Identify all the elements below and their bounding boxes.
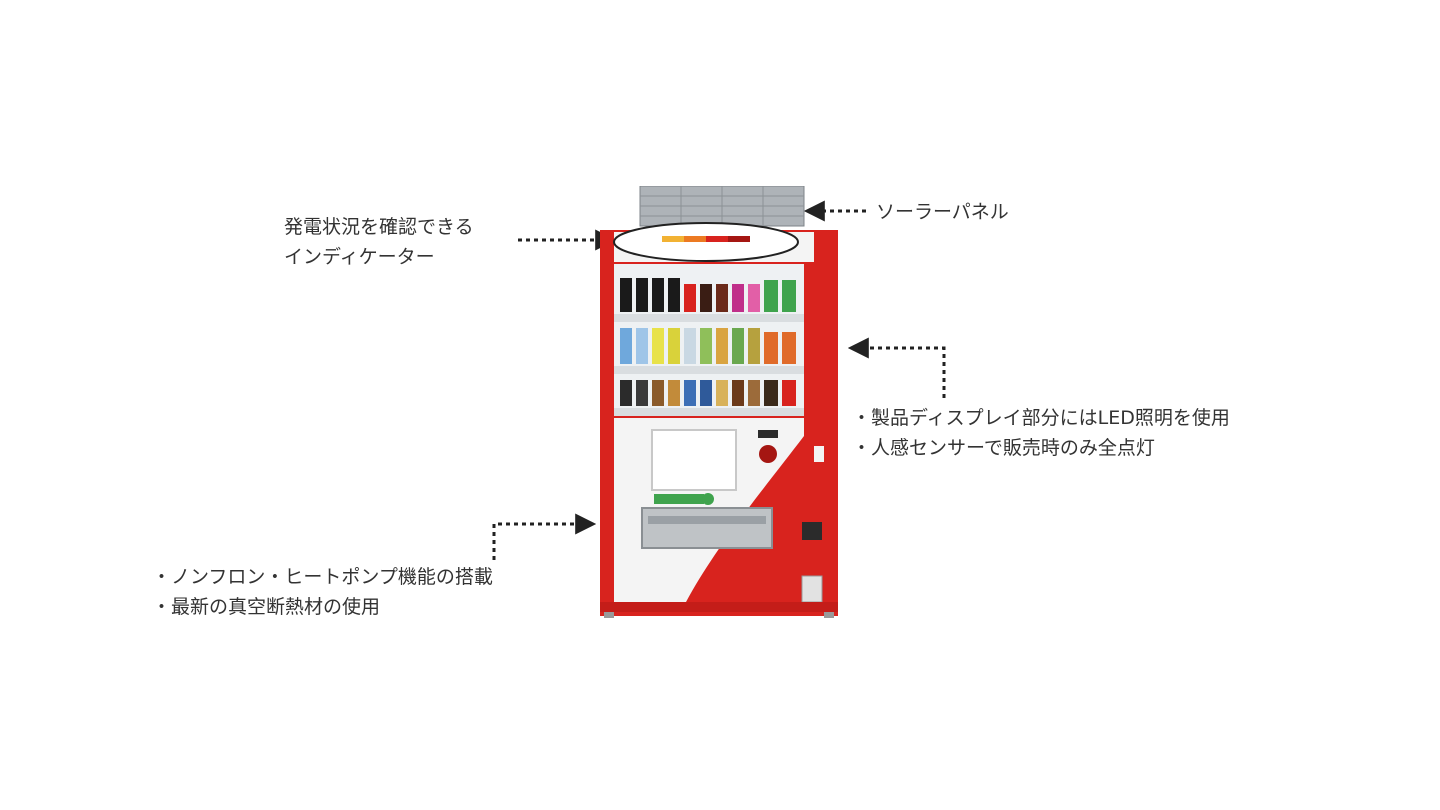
- heatpump-callout-line-1: ・ノンフロン・ヒートポンプ機能の搭載: [152, 566, 493, 588]
- pickup-slot: [641, 507, 773, 549]
- led-callout-line-2: ・人感センサーで販売時のみ全点灯: [852, 437, 1155, 459]
- indicator-callout: 発電状況を確認できる インディケーター: [284, 212, 474, 272]
- vending-machine-illustration: [600, 186, 838, 618]
- solar-panel: [639, 186, 805, 227]
- heatpump-callout-line-2: ・最新の真空断熱材の使用: [152, 596, 381, 618]
- led-callout: ・製品ディスプレイ部分にはLED照明を使用 ・人感センサーで販売時のみ全点灯: [852, 403, 1230, 463]
- solar-panel-callout: ソーラーパネル: [876, 197, 1009, 227]
- indicator-callout-line-1: 発電状況を確認できる: [284, 216, 474, 238]
- solar-panel-label: ソーラーパネル: [876, 201, 1009, 223]
- heatpump-callout: ・ノンフロン・ヒートポンプ機能の搭載 ・最新の真空断熱材の使用: [152, 562, 493, 622]
- info-screen: [651, 429, 737, 491]
- heatpump-leader: [492, 513, 597, 560]
- led-leader: [847, 337, 946, 398]
- indicator-callout-line-2: インディケーター: [284, 246, 435, 268]
- led-callout-line-1: ・製品ディスプレイ部分にはLED照明を使用: [852, 407, 1230, 429]
- product-rows: [614, 278, 804, 416]
